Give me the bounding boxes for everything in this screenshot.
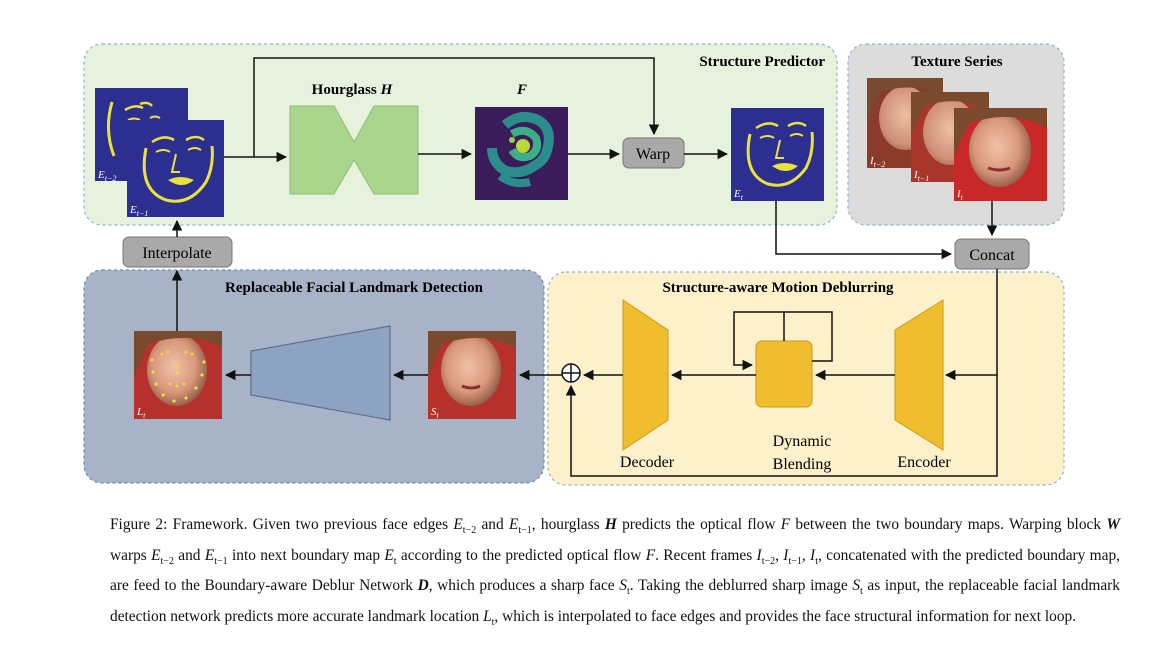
warp-block bbox=[622, 137, 685, 169]
s-t-label: S bbox=[431, 406, 437, 418]
svg-text:It−1: It−1 bbox=[913, 169, 929, 183]
caption-symbol: L bbox=[483, 607, 492, 625]
e-t-sub: t bbox=[741, 193, 744, 202]
concat-block bbox=[954, 238, 1030, 270]
encoder-label: Encoder bbox=[897, 454, 951, 471]
e-t-minus-2-label: E bbox=[97, 169, 105, 181]
svg-text:Et−2: Et−2 bbox=[97, 169, 116, 183]
interpolate-label: Interpolate bbox=[142, 245, 211, 262]
caption-text: and bbox=[173, 546, 205, 564]
caption-symbol: S bbox=[619, 577, 627, 595]
caption-symbol: E bbox=[151, 546, 161, 564]
caption-subscript: t bbox=[491, 616, 495, 628]
framework-diagram: Structure Predictor Texture Series Repla… bbox=[83, 43, 1065, 486]
caption-subscript: t bbox=[860, 586, 863, 598]
structure-predictor-title: Structure Predictor bbox=[699, 54, 825, 70]
decoder-label: Decoder bbox=[620, 454, 675, 471]
texture-series-title: Texture Series bbox=[911, 54, 1002, 70]
caption-text: and bbox=[476, 516, 509, 533]
i-t-label: I bbox=[956, 188, 962, 200]
dynamic-blending-label-2: Blending bbox=[773, 456, 832, 473]
svg-text:Et: Et bbox=[733, 188, 744, 202]
caption-symbol: H bbox=[604, 516, 617, 533]
caption-symbol: W bbox=[1106, 516, 1121, 533]
svg-text:It: It bbox=[956, 188, 964, 202]
caption-text: . Recent frames bbox=[655, 546, 757, 564]
caption-symbol: I bbox=[810, 546, 816, 564]
caption-subscript: t bbox=[393, 555, 397, 567]
elementwise-sum-node bbox=[561, 363, 581, 383]
caption-symbol: F bbox=[645, 546, 656, 564]
caption-symbol: E bbox=[508, 516, 519, 533]
concat-label: Concat bbox=[969, 247, 1015, 264]
caption-symbol: E bbox=[204, 546, 215, 564]
caption-figure-label: Figure 2: bbox=[110, 516, 168, 533]
e-t-label: E bbox=[733, 188, 741, 200]
structure-predictor-panel bbox=[83, 43, 838, 226]
figure-caption: Figure 2: Framework. Given two previous … bbox=[110, 516, 1121, 628]
landmark-detection-title: Replaceable Facial Landmark Detection bbox=[225, 280, 484, 296]
caption-subscript: t−1 bbox=[214, 555, 228, 567]
caption-text: between the two boundary maps. Warping b… bbox=[790, 516, 1107, 533]
e-t-minus-2-sub: t−2 bbox=[105, 174, 117, 183]
sharp-face-image: St bbox=[428, 331, 516, 420]
svg-text:Et−1: Et−1 bbox=[129, 204, 148, 218]
hourglass-network bbox=[289, 105, 419, 195]
caption-text: according to the predicted optical flow bbox=[396, 546, 646, 564]
svg-text:Lt: Lt bbox=[136, 406, 146, 420]
dynamic-blending-label-1: Dynamic bbox=[773, 433, 832, 450]
i-t-minus-2-label: I bbox=[869, 155, 875, 167]
caption-subscript: t bbox=[626, 586, 630, 598]
l-t-label: L bbox=[136, 406, 143, 418]
flow-symbol: F bbox=[516, 82, 527, 98]
caption-subscript: t−1 bbox=[788, 555, 802, 567]
caption-text: , concatenated with the predicted bounda… bbox=[110, 546, 1121, 595]
edge-map-e-t: Et bbox=[731, 108, 824, 202]
frame-i-t: It bbox=[954, 108, 1047, 202]
caption-symbol: E bbox=[384, 546, 394, 564]
s-t-sub: t bbox=[437, 411, 440, 420]
i-t-sub: t bbox=[961, 193, 964, 202]
caption-text: predicts the optical flow bbox=[616, 516, 781, 533]
encoder-network bbox=[894, 299, 944, 451]
svg-text:St: St bbox=[431, 406, 440, 420]
caption-symbol: F bbox=[780, 516, 791, 533]
l-t-sub: t bbox=[143, 411, 146, 420]
caption-text: into next boundary map bbox=[227, 546, 385, 564]
hourglass-symbol: H bbox=[380, 82, 394, 98]
i-t-minus-1-sub: t−1 bbox=[918, 174, 930, 183]
caption-text: Framework. Given two previous face edges bbox=[167, 516, 454, 533]
motion-deblurring-title: Structure-aware Motion Deblurring bbox=[662, 280, 894, 296]
caption-subscript: t−2 bbox=[462, 525, 477, 537]
i-t-minus-2-sub: t−2 bbox=[874, 160, 886, 169]
svg-text:It−2: It−2 bbox=[869, 155, 885, 169]
decoder-network bbox=[622, 299, 669, 451]
caption-text: , which is interpolated to face edges an… bbox=[494, 607, 1077, 625]
landmark-output-image: Lt bbox=[134, 331, 222, 420]
connection-arrows bbox=[171, 57, 998, 477]
caption-symbol: D bbox=[417, 577, 429, 595]
landmark-detection-network bbox=[250, 325, 391, 421]
caption-subscript: t bbox=[815, 555, 818, 567]
caption-subscript: t−1 bbox=[518, 525, 532, 537]
optical-flow-map bbox=[475, 107, 568, 200]
dynamic-blending-block bbox=[755, 340, 813, 408]
i-t-minus-1-label: I bbox=[913, 169, 919, 181]
caption-subscript: t−2 bbox=[160, 555, 174, 567]
warp-label: Warp bbox=[636, 146, 670, 163]
caption-symbol: I bbox=[783, 546, 789, 564]
caption-symbol: E bbox=[453, 516, 463, 533]
caption-text: , which produces a sharp face bbox=[428, 577, 620, 595]
edge-map-e-t-minus-1: Et−1 bbox=[127, 120, 224, 218]
e-t-minus-1-label: E bbox=[129, 204, 137, 216]
caption-symbol: S bbox=[852, 577, 861, 595]
e-t-minus-1-sub: t−1 bbox=[137, 209, 149, 218]
caption-text: , hourglass bbox=[531, 516, 605, 533]
caption-text: . Taking the deblurred sharp image bbox=[629, 577, 853, 595]
caption-text: warps bbox=[110, 546, 152, 564]
caption-symbol: I bbox=[756, 546, 762, 564]
caption-subscript: t−2 bbox=[761, 555, 776, 567]
caption-text: as input, the replaceable facial landmar… bbox=[110, 577, 1121, 625]
